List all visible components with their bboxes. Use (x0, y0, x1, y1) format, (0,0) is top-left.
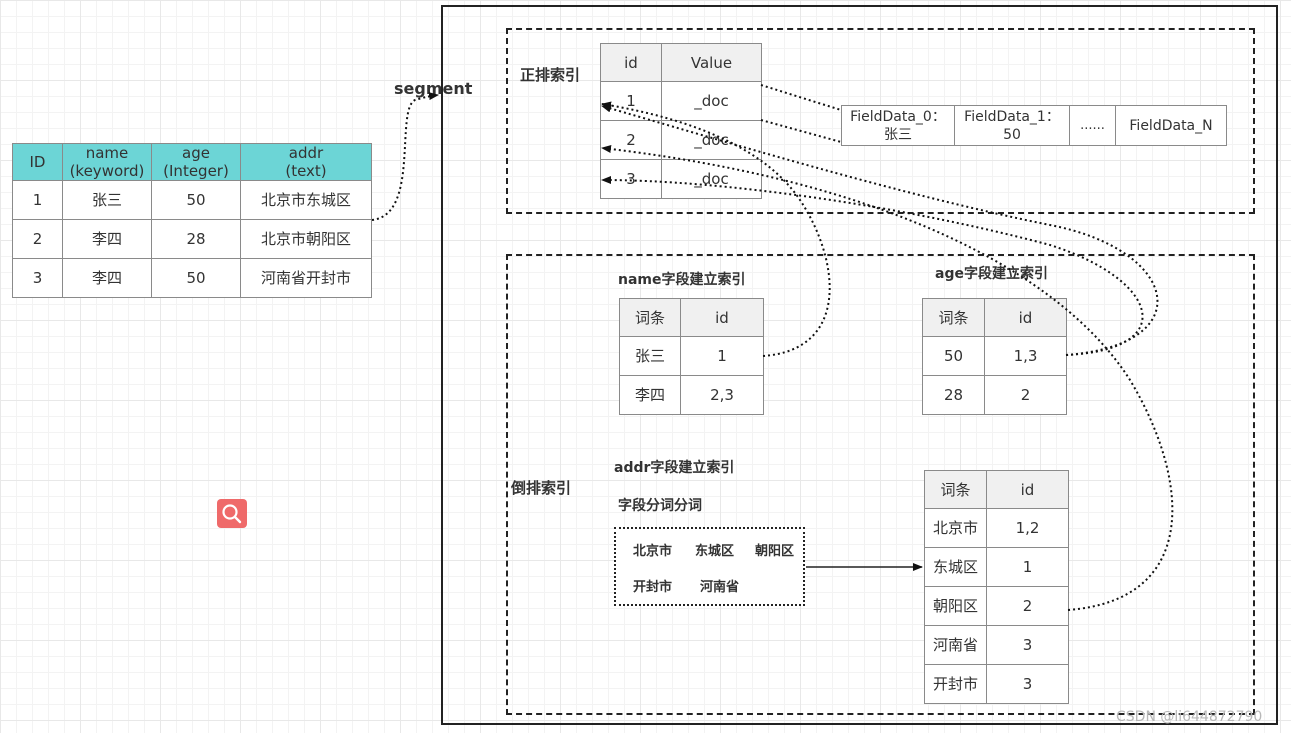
table-row: 2 李四 28 北京市朝阳区 (12, 219, 372, 259)
field-data-ellipsis: ...... (1069, 105, 1116, 146)
table-row: 李四 2,3 (619, 375, 764, 415)
forward-index-table: id Value 1 _doc 2 _doc 3 _doc (600, 43, 762, 199)
cell: 2 (984, 375, 1067, 415)
cell: 3 (986, 625, 1069, 665)
cell: 3 (12, 258, 63, 298)
cell: 28 (151, 219, 241, 259)
table-row: 朝阳区 2 (924, 586, 1069, 626)
source-header-name: name (keyword) (62, 143, 152, 181)
cell: 50 (151, 258, 241, 298)
segment-label: segment (394, 79, 473, 98)
cell: 50 (922, 336, 985, 376)
cell: 李四 (619, 375, 681, 415)
name-index-title: name字段建立索引 (618, 272, 746, 288)
cell: 张三 (62, 180, 152, 220)
segment-box (441, 5, 1278, 725)
forward-header-value: Value (661, 43, 762, 82)
field-data-1: FieldData_1： 50 (954, 105, 1070, 146)
age-index-table: 词条 id 50 1,3 28 2 (922, 298, 1067, 415)
cell: 李四 (62, 219, 152, 259)
forward-header-id: id (600, 43, 662, 82)
cell: 朝阳区 (924, 586, 987, 626)
token-box: 北京市 东城区 朝阳区 开封市 河南省 (614, 527, 805, 606)
cell: 北京市朝阳区 (240, 219, 372, 259)
cell: 河南省 (924, 625, 987, 665)
cell: _doc (661, 159, 762, 199)
token: 北京市 (633, 544, 673, 559)
search-icon (222, 504, 242, 524)
cell: 3 (986, 664, 1069, 704)
cell: 2 (986, 586, 1069, 626)
age-index-header-id: id (984, 298, 1067, 337)
cell: _doc (661, 81, 762, 121)
field-data-n: FieldData_N (1115, 105, 1227, 146)
table-row: 3 李四 50 河南省开封市 (12, 258, 372, 298)
field-data-table: FieldData_0： 张三 FieldData_1： 50 ...... F… (841, 105, 1227, 146)
field-data-0: FieldData_0： 张三 (841, 105, 955, 146)
cell: 北京市 (924, 508, 987, 548)
addr-index-table: 词条 id 北京市 1,2 东城区 1 朝阳区 2 河南省 3 开封市 3 (924, 470, 1069, 704)
source-header-id: ID (12, 143, 63, 181)
addr-index-title: addr字段建立索引 (614, 460, 735, 476)
tokenize-label: 字段分词分词 (618, 498, 702, 514)
cell: 北京市东城区 (240, 180, 372, 220)
source-table: ID name (keyword) age (Integer) addr (te… (12, 143, 372, 298)
cell: 1 (600, 81, 662, 121)
cell: _doc (661, 120, 762, 160)
cell: 2 (600, 120, 662, 160)
table-row: 开封市 3 (924, 664, 1069, 704)
token: 河南省 (700, 580, 740, 595)
cell: 1,3 (984, 336, 1067, 376)
cell: 李四 (62, 258, 152, 298)
token: 东城区 (695, 544, 735, 559)
source-header-addr: addr (text) (240, 143, 372, 181)
search-button[interactable] (217, 499, 247, 528)
cell: 28 (922, 375, 985, 415)
table-row: 河南省 3 (924, 625, 1069, 665)
token: 朝阳区 (755, 544, 795, 559)
table-row: FieldData_0： 张三 FieldData_1： 50 ...... F… (841, 105, 1227, 146)
forward-index-label: 正排索引 (520, 66, 581, 84)
cell: 开封市 (924, 664, 987, 704)
name-index-header-term: 词条 (619, 298, 681, 337)
table-row: 张三 1 (619, 336, 764, 376)
cell: 3 (600, 159, 662, 199)
source-header-age: age (Integer) (151, 143, 241, 181)
table-row: 东城区 1 (924, 547, 1069, 587)
inverted-index-label: 倒排索引 (511, 479, 572, 497)
name-index-header-id: id (680, 298, 764, 337)
cell: 张三 (619, 336, 681, 376)
addr-index-header-term: 词条 (924, 470, 987, 509)
cell: 2 (12, 219, 63, 259)
cell: 1 (680, 336, 764, 376)
addr-index-header-id: id (986, 470, 1069, 509)
token: 开封市 (633, 580, 673, 595)
table-row: 1 张三 50 北京市东城区 (12, 180, 372, 220)
table-row: 50 1,3 (922, 336, 1067, 376)
cell: 东城区 (924, 547, 987, 587)
table-row: 2 _doc (600, 120, 762, 160)
age-index-header-term: 词条 (922, 298, 985, 337)
cell: 1 (12, 180, 63, 220)
watermark: CSDN @li644872790 (1116, 709, 1263, 725)
table-row: 3 _doc (600, 159, 762, 199)
table-row: 北京市 1,2 (924, 508, 1069, 548)
cell: 1,2 (986, 508, 1069, 548)
table-row: 1 _doc (600, 81, 762, 121)
table-row: 28 2 (922, 375, 1067, 415)
age-index-title: age字段建立索引 (935, 266, 1048, 282)
cell: 1 (986, 547, 1069, 587)
cell: 50 (151, 180, 241, 220)
name-index-table: 词条 id 张三 1 李四 2,3 (619, 298, 764, 415)
connector-table-to-segment (371, 92, 439, 221)
cell: 2,3 (680, 375, 764, 415)
cell: 河南省开封市 (240, 258, 372, 298)
